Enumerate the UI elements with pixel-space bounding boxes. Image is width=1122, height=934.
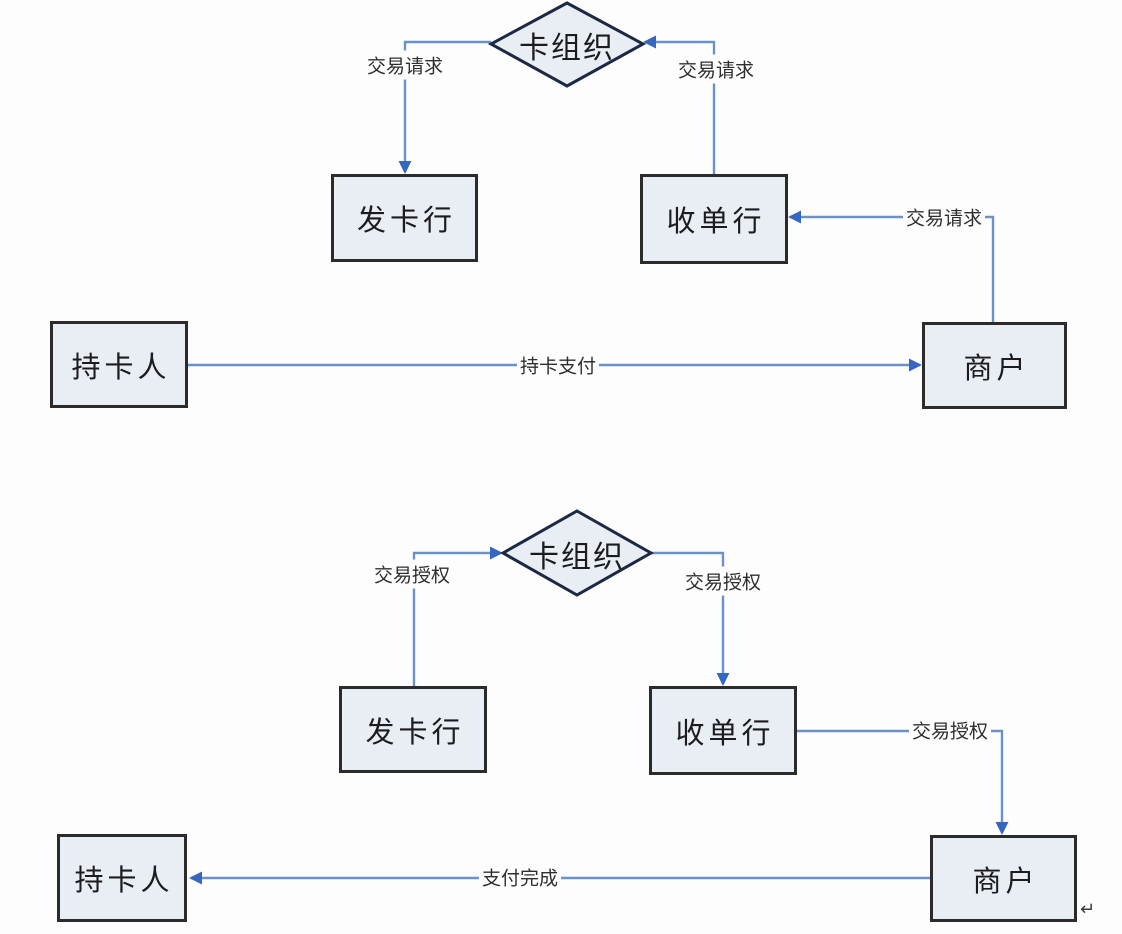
edge-label-merchant-to-cardholder: 支付完成 <box>478 862 562 892</box>
node-card-org-bottom-shape <box>499 509 655 597</box>
node-issuer-top: 发卡行 <box>331 174 478 262</box>
edge-label-merchant-to-acquirer: 交易请求 <box>902 202 986 232</box>
edge-label-cardholder-to-merchant: 持卡支付 <box>516 350 600 380</box>
node-merchant-top: 商户 <box>922 322 1067 409</box>
edge-label-org-to-issuer: 交易请求 <box>363 50 447 80</box>
node-card-org-bottom-label: 卡组织 <box>529 540 625 575</box>
edge-org-to-acquirer <box>651 551 730 686</box>
edge-issuer-to-org <box>412 546 503 686</box>
node-issuer-bottom: 发卡行 <box>339 686 487 773</box>
node-merchant-bottom: 商户 <box>930 835 1077 922</box>
node-cardholder-bottom: 持卡人 <box>57 834 187 922</box>
node-card-org-top-label: 卡组织 <box>519 31 615 66</box>
edge-acquirer-to-merchant <box>797 729 1009 835</box>
paragraph-return-icon: ↵ <box>1080 899 1096 920</box>
edge-org-to-issuer <box>398 40 491 174</box>
node-cardholder-top: 持卡人 <box>50 321 188 408</box>
edge-acquirer-to-org <box>643 35 716 174</box>
edge-label-issuer-to-org: 交易授权 <box>370 559 454 589</box>
edge-label-acquirer-to-org: 交易请求 <box>674 54 758 84</box>
node-acquirer-top: 收单行 <box>640 174 788 264</box>
edge-label-acquirer-to-merchant: 交易授权 <box>908 715 992 745</box>
node-acquirer-bottom: 收单行 <box>649 686 797 775</box>
edge-label-org-to-acquirer: 交易授权 <box>681 566 765 596</box>
node-card-org-top-shape <box>487 1 647 88</box>
edge-merchant-to-acquirer <box>788 210 995 322</box>
